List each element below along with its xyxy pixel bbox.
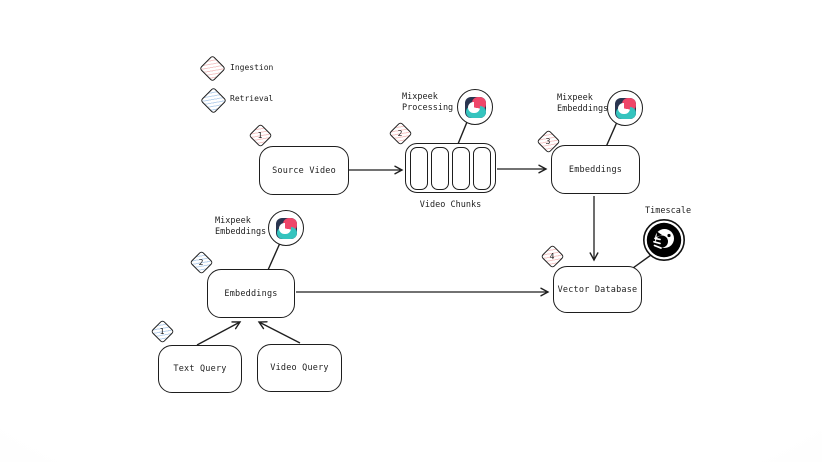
node-text-query: Text Query xyxy=(158,345,242,393)
step-badge-ingest-4: 4 xyxy=(539,243,565,269)
node-video-query-label: Video Query xyxy=(270,363,329,373)
node-video-chunks xyxy=(405,143,496,193)
mixpeek-processing-logo-badge xyxy=(457,89,493,125)
arrow-videoquery-to-embeddings xyxy=(257,321,301,344)
mixpeek-processing-label: Mixpeek Processing xyxy=(402,92,453,113)
step-badge-retrieve-2: 2 xyxy=(188,249,214,275)
step-badge-retrieve-1: 1 xyxy=(149,318,175,344)
mixpeek-embeddings-ingest-line2: Embeddings xyxy=(557,103,609,114)
mixpeek-embeddings-retrieve-line1: Mixpeek xyxy=(215,216,251,226)
node-video-chunks-label: Video Chunks xyxy=(419,200,482,210)
connector-embeddings-ingest-logo xyxy=(605,121,618,148)
node-vector-database-label: Vector Database xyxy=(557,284,638,295)
node-embeddings-retrieve-label: Embeddings xyxy=(224,288,278,299)
video-chunk-segment xyxy=(451,146,471,190)
node-embeddings-ingest-label: Embeddings xyxy=(568,164,623,175)
node-embeddings-retrieve: Embeddings xyxy=(207,269,295,318)
connector-timescale-logo xyxy=(632,254,652,269)
video-chunk-segment xyxy=(472,146,491,190)
mixpeek-processing-line2: Processing xyxy=(402,102,454,113)
step-badge-ingest-1: 1 xyxy=(247,122,273,148)
video-chunk-segment xyxy=(410,146,429,190)
timescale-logo-icon xyxy=(642,218,686,262)
mixpeek-embeddings-ingest-logo-badge xyxy=(607,90,643,126)
connector-embeddings-retrieve-logo xyxy=(267,242,281,271)
legend-ingestion-label: Ingestion xyxy=(230,63,274,72)
mixpeek-logo-icon xyxy=(614,97,636,119)
mixpeek-embeddings-retrieve-line2: Embeddings xyxy=(215,226,267,237)
mixpeek-logo-icon xyxy=(464,96,486,118)
mixpeek-processing-line1: Mixpeek xyxy=(402,92,438,102)
legend-retrieval-label: Retrieval xyxy=(230,94,274,103)
node-embeddings-ingest: Embeddings xyxy=(551,145,640,194)
arrow-textquery-to-embeddings xyxy=(196,321,242,346)
connector-processing-logo xyxy=(457,121,468,145)
video-chunk-segment xyxy=(430,146,450,190)
mixpeek-embeddings-ingest-label: Mixpeek Embeddings xyxy=(557,93,608,114)
node-video-query: Video Query xyxy=(257,344,342,392)
node-source-video-label: Source Video xyxy=(272,165,336,176)
mixpeek-embeddings-retrieve-label: Mixpeek Embeddings xyxy=(215,216,266,237)
node-text-query-label: Text Query xyxy=(173,364,227,374)
legend-retrieval-icon xyxy=(199,86,227,114)
mixpeek-logo-icon xyxy=(275,217,297,239)
mixpeek-embeddings-retrieve-logo-badge xyxy=(268,210,304,246)
timescale-label: Timescale xyxy=(645,206,692,216)
node-source-video: Source Video xyxy=(259,146,349,195)
step-badge-ingest-3: 3 xyxy=(535,128,561,154)
mixpeek-embeddings-ingest-line1: Mixpeek xyxy=(557,93,593,103)
step-badge-ingest-2: 2 xyxy=(387,120,413,146)
node-vector-database: Vector Database xyxy=(553,266,642,313)
legend-ingestion-icon xyxy=(198,54,226,82)
